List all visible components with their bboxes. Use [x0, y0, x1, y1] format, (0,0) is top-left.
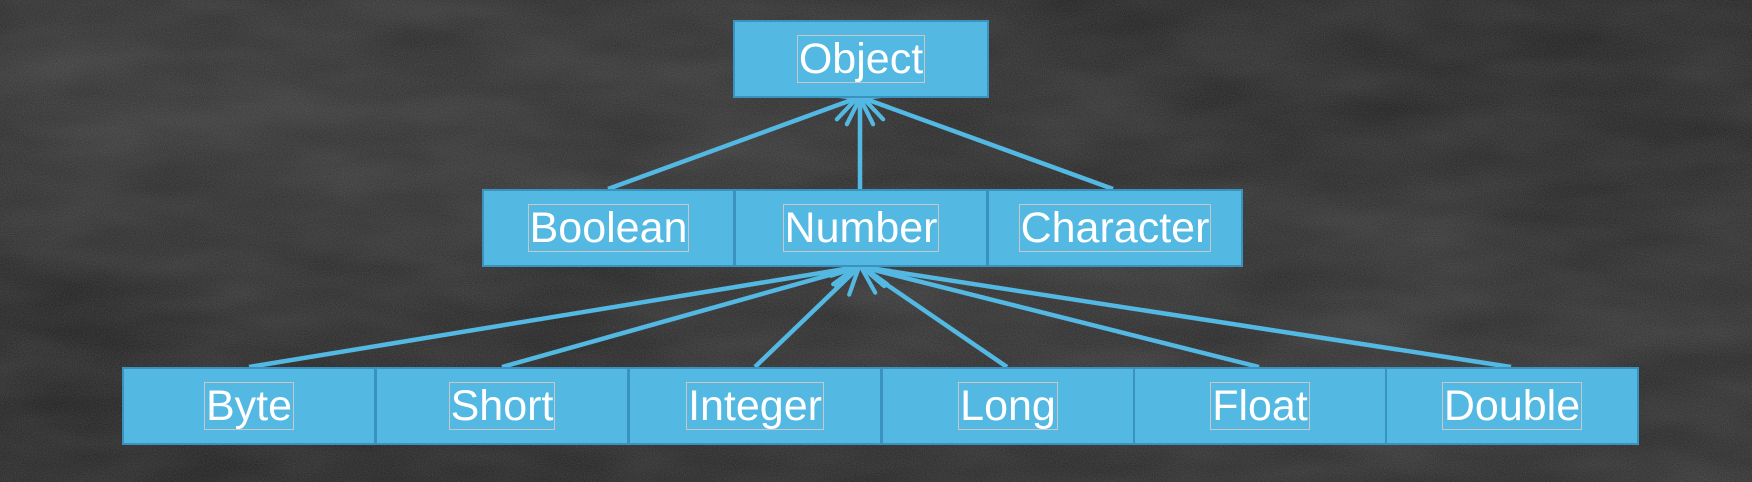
node-number: Number: [734, 189, 988, 267]
node-float-label: Float: [1210, 382, 1310, 430]
arrow-long-to-number: [858, 264, 1009, 369]
node-long: Long: [881, 367, 1135, 445]
node-byte: Byte: [122, 367, 376, 445]
node-float: Float: [1133, 367, 1387, 445]
arrow-double-to-number: [860, 255, 1512, 370]
node-short-label: Short: [448, 382, 556, 430]
arrow-short-to-number: [501, 259, 861, 370]
arrow-boolean-to-object: [607, 92, 860, 192]
node-object: Object: [733, 20, 989, 98]
node-object-label: Object: [796, 35, 926, 83]
node-boolean: Boolean: [482, 189, 735, 267]
node-character: Character: [987, 189, 1243, 267]
node-character-label: Character: [1018, 204, 1212, 252]
arrow-integer-to-number: [753, 264, 862, 369]
node-double: Double: [1385, 367, 1639, 445]
node-boolean-label: Boolean: [527, 204, 690, 252]
node-short: Short: [375, 367, 629, 445]
node-integer: Integer: [628, 367, 882, 445]
node-double-label: Double: [1441, 382, 1583, 430]
node-long-label: Long: [958, 382, 1058, 430]
arrow-float-to-number: [859, 258, 1260, 370]
node-byte-label: Byte: [203, 382, 295, 430]
node-integer-label: Integer: [686, 382, 824, 430]
node-number-label: Number: [782, 204, 940, 252]
arrow-character-to-object: [860, 92, 1114, 192]
arrow-byte-to-number: [248, 256, 860, 370]
